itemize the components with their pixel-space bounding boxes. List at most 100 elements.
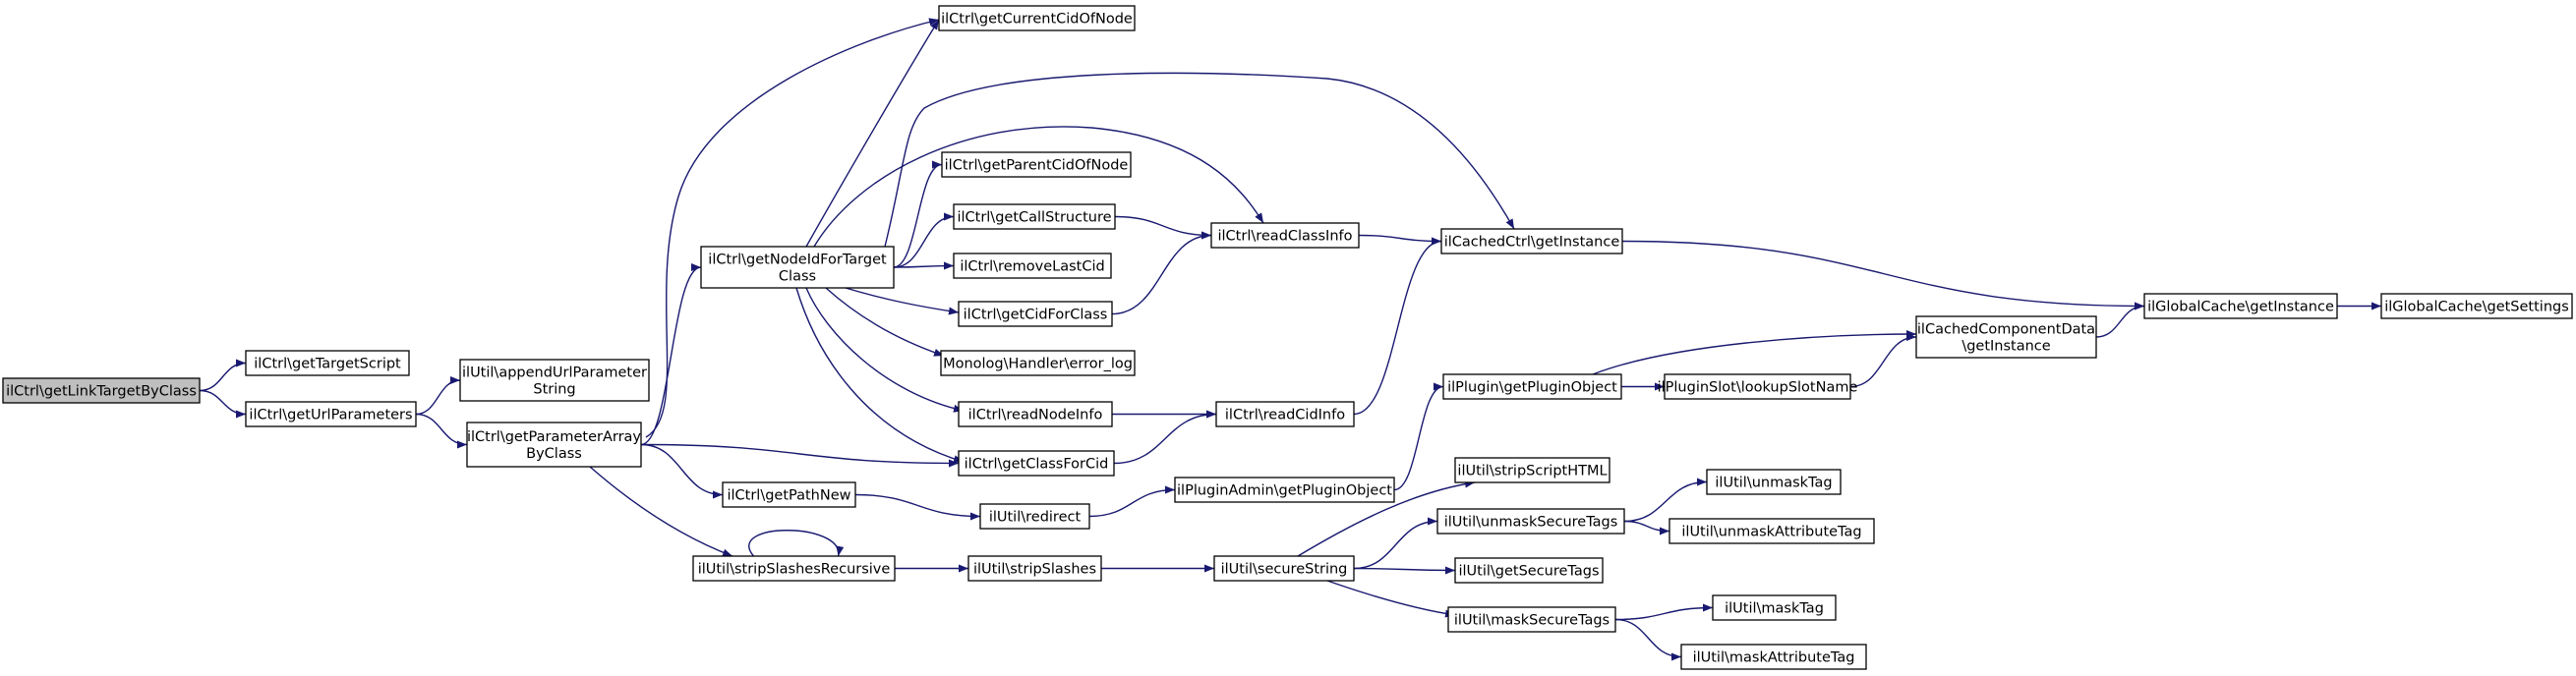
node-box bbox=[953, 253, 1112, 279]
edge-secureString-to-unmaskSecureTags bbox=[1353, 517, 1438, 570]
edge-getNodeIdForTargetClass-to-getCidForClass bbox=[845, 287, 960, 315]
node-stripSlashes[interactable]: ilUtil\stripSlashes bbox=[967, 555, 1102, 582]
node-getCallStructure[interactable]: ilCtrl\getCallStructure bbox=[953, 203, 1116, 230]
node-label: ilUtil\secureString bbox=[1221, 562, 1348, 578]
node-label: ilUtil\maskSecureTags bbox=[1454, 613, 1610, 629]
edge bbox=[1297, 479, 1476, 557]
edge bbox=[805, 287, 965, 413]
node-box bbox=[958, 301, 1113, 327]
edge-readClassInfo-to-cachedCtrlGetInstance bbox=[1358, 234, 1442, 246]
edge-getNodeIdForTargetClass-to-removeLastCid bbox=[893, 261, 955, 270]
node-box bbox=[245, 401, 417, 427]
edge-getNodeIdForTargetClass-to-getCurrentCidOfNode bbox=[805, 19, 940, 248]
edge bbox=[1623, 520, 1670, 535]
node-stripScriptHTML[interactable]: ilUtil\stripScriptHTML bbox=[1454, 457, 1610, 483]
node-globalCacheGetInstance[interactable]: ilGlobalCache\getInstance bbox=[2143, 293, 2338, 319]
node-cachedComponentDataGetInstance[interactable]: ilCachedComponentData\getInstance bbox=[1915, 315, 2097, 359]
node-box bbox=[1706, 469, 1842, 495]
node-label: ilGlobalCache\getInstance bbox=[2147, 300, 2334, 315]
node-label: ilCtrl\getParentCidOfNode bbox=[945, 158, 1129, 174]
node-box bbox=[967, 555, 1102, 582]
edge-getUrlParameters-to-appendUrlParameterString bbox=[415, 376, 461, 416]
node-secureString[interactable]: ilUtil\secureString bbox=[1213, 555, 1355, 582]
node-label: ilUtil\stripScriptHTML bbox=[1457, 464, 1607, 479]
node-getTargetScript[interactable]: ilCtrl\getTargetScript bbox=[245, 350, 410, 376]
node-unmaskAttributeTag[interactable]: ilUtil\unmaskAttributeTag bbox=[1669, 518, 1875, 544]
edge-layer bbox=[199, 18, 2381, 661]
edge bbox=[1113, 410, 1217, 465]
node-label: ByClass bbox=[526, 446, 582, 462]
edge-readCidInfo-to-cachedCtrlGetInstance bbox=[1353, 237, 1442, 416]
node-box bbox=[953, 203, 1116, 230]
edge-secureString-to-maskSecureTags bbox=[1326, 580, 1456, 618]
node-box bbox=[958, 401, 1113, 427]
node-readCidInfo[interactable]: ilCtrl\readCidInfo bbox=[1215, 401, 1355, 427]
edge bbox=[1353, 517, 1438, 570]
node-label: ilCtrl\getUrlParameters bbox=[249, 408, 412, 423]
node-label: ilCachedCtrl\getInstance bbox=[1444, 235, 1620, 251]
edge bbox=[1358, 234, 1442, 246]
node-box bbox=[700, 246, 895, 289]
edge bbox=[805, 19, 940, 248]
edge bbox=[845, 287, 960, 315]
node-readNodeInfo[interactable]: ilCtrl\readNodeInfo bbox=[958, 401, 1113, 427]
node-maskTag[interactable]: ilUtil\maskTag bbox=[1712, 594, 1837, 621]
node-removeLastCid[interactable]: ilCtrl\removeLastCid bbox=[953, 253, 1112, 279]
node-getPluginObjectAdmin[interactable]: ilPluginAdmin\getPluginObject bbox=[1174, 477, 1395, 503]
edge bbox=[199, 359, 247, 392]
edge bbox=[1353, 566, 1456, 575]
node-label: ilCtrl\getTargetScript bbox=[254, 357, 401, 372]
edge-getPathNew-to-redirect bbox=[854, 493, 981, 521]
edge-stripSlashesRecursive-to-stripSlashesRecursive bbox=[748, 530, 845, 557]
edge-getNodeIdForTargetClass-to-readClassInfo bbox=[813, 126, 1264, 248]
node-getPathNew[interactable]: ilCtrl\getPathNew bbox=[722, 481, 856, 508]
edge bbox=[1849, 333, 1917, 388]
node-getCurrentCidOfNode[interactable]: ilCtrl\getCurrentCidOfNode bbox=[938, 5, 1136, 31]
edge bbox=[1393, 382, 1444, 491]
node-getCidForClass[interactable]: ilCtrl\getCidForClass bbox=[958, 301, 1113, 327]
node-maskAttributeTag[interactable]: ilUtil\maskAttributeTag bbox=[1680, 644, 1867, 670]
edge-getUrlParameters-to-getParameterArrayByClass bbox=[415, 413, 468, 449]
node-unmaskSecureTags[interactable]: ilUtil\unmaskSecureTags bbox=[1436, 508, 1625, 535]
node-maskSecureTags[interactable]: ilUtil\maskSecureTags bbox=[1447, 606, 1616, 633]
node-box bbox=[466, 422, 642, 468]
edge bbox=[415, 413, 468, 449]
node-getClassForCid[interactable]: ilCtrl\getClassForCid bbox=[958, 450, 1115, 477]
edge-getLinkTargetByClass-to-getTargetScript bbox=[199, 359, 247, 392]
edge-getPluginObjectAdmin-to-pluginGetPluginObject bbox=[1393, 382, 1444, 491]
edge bbox=[1088, 485, 1176, 518]
edge bbox=[645, 18, 940, 438]
edge bbox=[813, 126, 1264, 248]
node-pluginGetPluginObject[interactable]: ilPlugin\getPluginObject bbox=[1442, 373, 1622, 400]
node-label: ilCtrl\getParameterArray bbox=[467, 429, 641, 445]
edge bbox=[589, 466, 733, 557]
edge-getNodeIdForTargetClass-to-getCallStructure bbox=[893, 212, 955, 268]
node-label: \getInstance bbox=[1961, 339, 2050, 355]
node-getParentCidOfNode[interactable]: ilCtrl\getParentCidOfNode bbox=[941, 151, 1132, 178]
node-cachedCtrlGetInstance[interactable]: ilCachedCtrl\getInstance bbox=[1440, 228, 1623, 254]
node-redirect[interactable]: ilUtil\redirect bbox=[979, 503, 1090, 530]
node-globalCacheGetSettings[interactable]: ilGlobalCache\getSettings bbox=[2380, 293, 2573, 319]
node-label: ilCtrl\getCidForClass bbox=[964, 308, 1108, 323]
edge-unmaskSecureTags-to-unmaskAttributeTag bbox=[1623, 520, 1670, 535]
node-readClassInfo[interactable]: ilCtrl\readClassInfo bbox=[1210, 222, 1360, 249]
edge bbox=[854, 493, 981, 521]
edge-cachedCtrlGetInstance-to-globalCacheGetInstance bbox=[1621, 240, 2145, 310]
node-lookupSlotName[interactable]: ilPluginSlot\lookupSlotName bbox=[1658, 373, 1858, 400]
node-label: ilUtil\appendUrlParameter bbox=[462, 366, 647, 381]
node-stripSlashesRecursive[interactable]: ilUtil\stripSlashesRecursive bbox=[692, 555, 896, 582]
node-label: ilPluginSlot\lookupSlotName bbox=[1658, 380, 1858, 396]
node-unmaskTag[interactable]: ilUtil\unmaskTag bbox=[1706, 469, 1842, 495]
node-box bbox=[1447, 606, 1616, 633]
edge-getCallStructure-to-readClassInfo bbox=[1114, 215, 1212, 240]
edge-cachedComponentDataGetInstance-to-globalCacheGetInstance bbox=[2095, 302, 2145, 338]
node-label: String bbox=[533, 382, 575, 398]
node-getUrlParameters[interactable]: ilCtrl\getUrlParameters bbox=[245, 401, 417, 427]
node-getSecureTags[interactable]: ilUtil\getSecureTags bbox=[1454, 557, 1604, 584]
node-error_log[interactable]: Monolog\Handler\error_log bbox=[940, 350, 1136, 376]
edge-getParameterArrayByClass-to-getClassForCid bbox=[640, 443, 960, 468]
edge bbox=[640, 443, 960, 468]
